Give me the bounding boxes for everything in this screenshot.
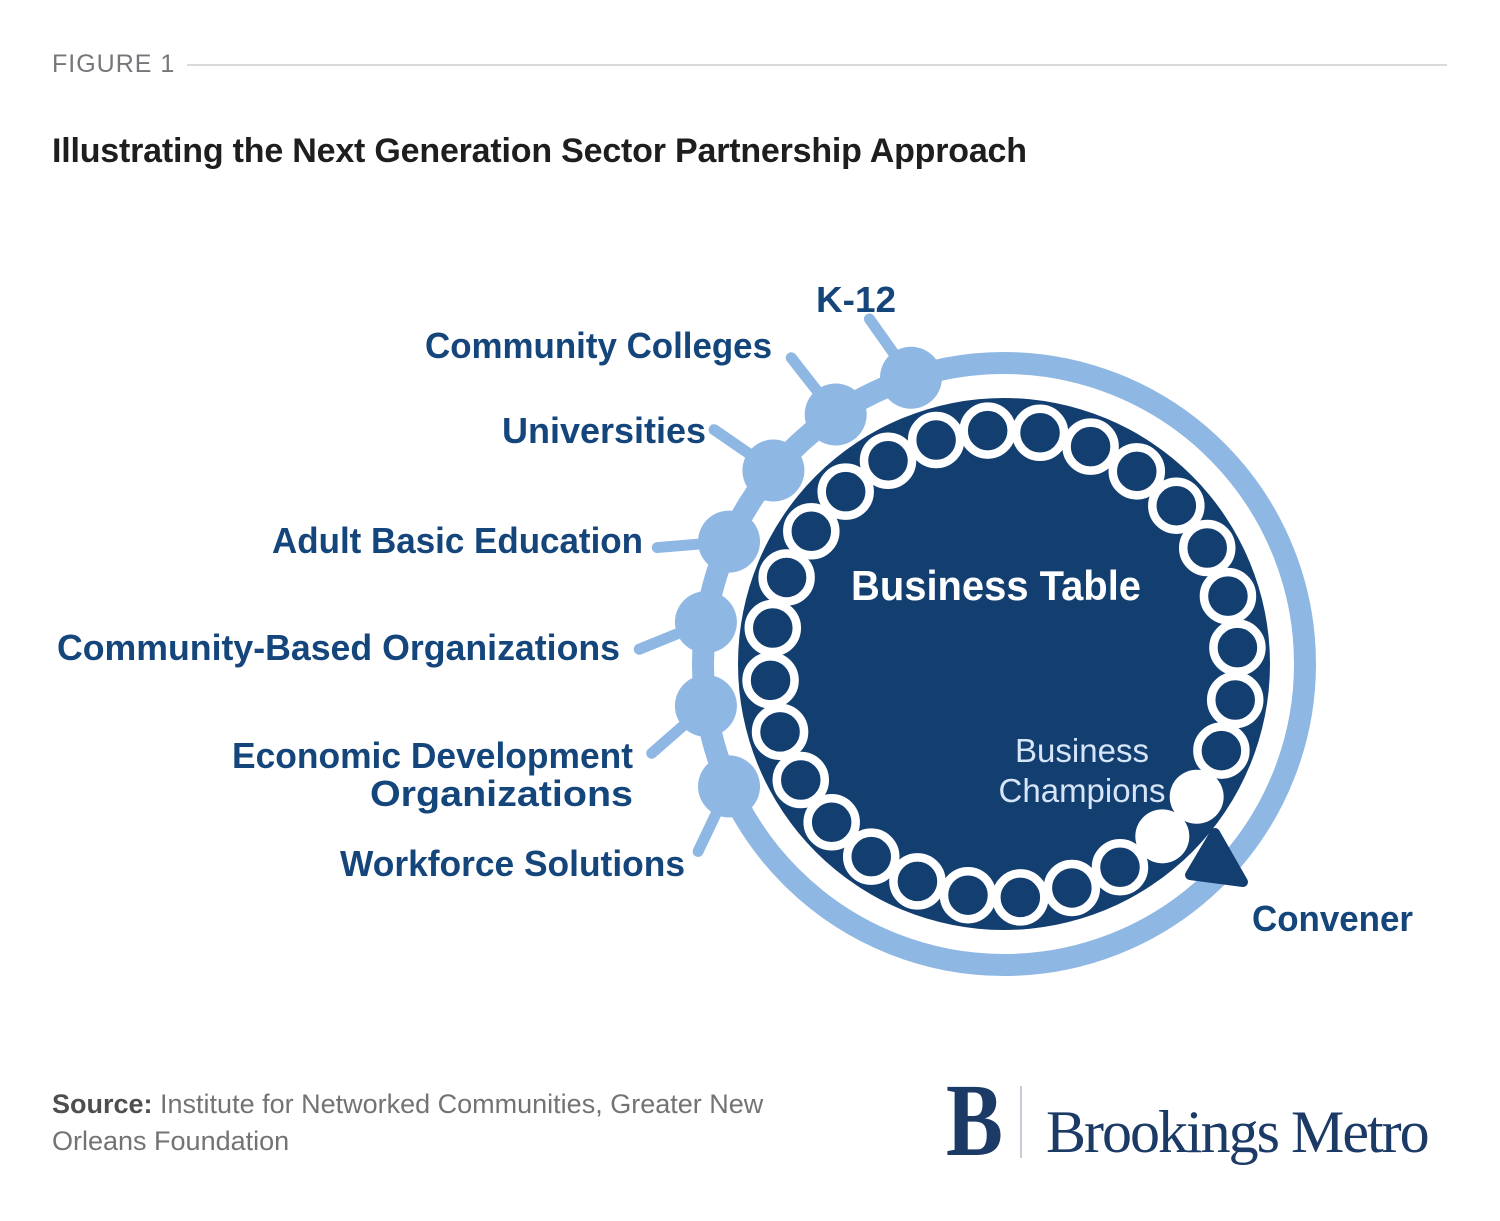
partner-label-workforce-solutions: Workforce Solutions bbox=[340, 843, 685, 884]
open-seat bbox=[758, 549, 815, 606]
open-seat bbox=[772, 751, 830, 809]
business-champions-label-line1: Business bbox=[1015, 732, 1149, 769]
business-champion-seat bbox=[1135, 809, 1190, 864]
brookings-monogram: B bbox=[946, 1063, 1003, 1178]
open-seat bbox=[1193, 722, 1250, 779]
brookings-wordmark: Brookings Metro bbox=[1046, 1099, 1430, 1165]
partner-label-economic-development-organizations-line2: Organizations bbox=[370, 773, 633, 814]
convener-label: Convener bbox=[1252, 898, 1413, 939]
convener-arrow bbox=[1185, 828, 1248, 887]
source-text: Institute for Networked Communities, Gre… bbox=[52, 1089, 764, 1156]
open-seat bbox=[959, 402, 1016, 459]
open-seat bbox=[1148, 477, 1205, 534]
partner-node-adult-basic-education bbox=[698, 510, 761, 573]
business-champions-label-line2: Champions bbox=[999, 772, 1166, 809]
open-seat bbox=[992, 869, 1049, 926]
open-seat bbox=[1199, 567, 1257, 625]
partner-label-k-12: K-12 bbox=[816, 279, 896, 320]
open-seat bbox=[1011, 404, 1069, 462]
open-seat bbox=[859, 432, 917, 490]
open-seat bbox=[1206, 671, 1264, 729]
open-seat bbox=[803, 794, 860, 851]
business-champion-seat bbox=[1169, 769, 1224, 824]
partner-node-workforce-solutions bbox=[698, 755, 761, 818]
open-seat bbox=[751, 703, 809, 761]
partner-label-universities: Universities bbox=[502, 410, 706, 451]
open-seat bbox=[1108, 443, 1166, 500]
source-label: Source: bbox=[52, 1089, 153, 1119]
open-seat bbox=[1209, 619, 1266, 676]
figure-eyebrow: FIGURE 1 bbox=[52, 50, 176, 78]
partner-node-community-colleges bbox=[804, 383, 867, 446]
open-seat bbox=[742, 652, 799, 709]
partner-label-community-colleges: Community Colleges bbox=[425, 325, 772, 366]
header-rule bbox=[187, 64, 1447, 66]
business-table-circle bbox=[738, 398, 1270, 930]
partner-node-community-based-organizations bbox=[674, 591, 737, 654]
partner-node-economic-development-organizations bbox=[674, 674, 737, 737]
open-seat bbox=[1043, 859, 1101, 917]
partner-label-community-based-organizations: Community-Based Organizations bbox=[57, 627, 620, 668]
open-seat bbox=[1178, 519, 1236, 577]
open-seat bbox=[842, 828, 900, 885]
source-note: Source: Institute for Networked Communit… bbox=[52, 1086, 817, 1160]
open-seat bbox=[817, 463, 874, 520]
open-seat bbox=[889, 853, 946, 910]
open-seat bbox=[783, 502, 840, 560]
business-table-label: Business Table bbox=[851, 562, 1141, 609]
partner-node-universities bbox=[742, 439, 805, 502]
partner-label-economic-development-organizations-line1: Economic Development bbox=[232, 735, 633, 776]
figure-title: Illustrating the Next Generation Sector … bbox=[52, 132, 1027, 170]
open-seat bbox=[1062, 418, 1119, 475]
partner-node-k-12 bbox=[879, 346, 942, 409]
open-seat bbox=[907, 411, 965, 469]
partner-label-adult-basic-education: Adult Basic Education bbox=[272, 520, 643, 561]
open-seat bbox=[1091, 838, 1149, 896]
open-seat bbox=[939, 866, 997, 924]
open-seat bbox=[744, 599, 802, 657]
logo-divider bbox=[1020, 1086, 1022, 1158]
network-ring bbox=[692, 352, 1316, 976]
